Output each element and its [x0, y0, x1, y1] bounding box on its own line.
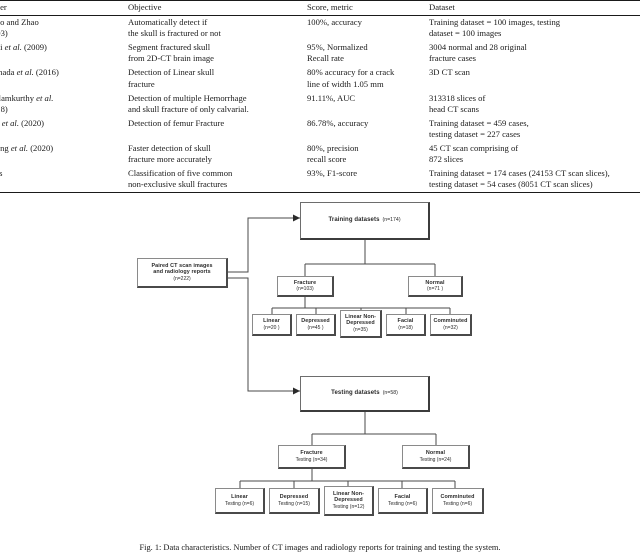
cell-dataset: 45 CT scan comprising of 872 slices [429, 143, 519, 165]
arrowhead-training [293, 214, 300, 222]
cell-dataset: Training dataset = 100 images, testing d… [429, 17, 561, 39]
table-row: amada et al. (2016) Detection of Linear … [0, 66, 640, 91]
node-testing-datasets: Testing datasets (n=58) [300, 376, 430, 412]
cell-dataset: 3004 normal and 28 original fracture cas… [429, 42, 527, 64]
table-row: aki et al. (2009) Segment fractured skul… [0, 41, 640, 66]
node-paired-ct-scan-images: Paired CT scan images and radiology repo… [137, 258, 228, 288]
cell-objective: Detection of multiple Hemorrhage and sku… [128, 92, 249, 114]
node-training-linear-non-depressed: Linear Non- Depressed (n=35) [340, 310, 382, 338]
table-body: hao and Zhao 003) Automatically detect i… [0, 16, 640, 194]
cell-objective: Faster detection of skull fracture more … [128, 143, 212, 165]
table-row: hilamkurthy et al. 018) Detection of mul… [0, 92, 640, 117]
cell-score: 91.11%, AUC [307, 92, 356, 103]
flowchart-connectors [228, 214, 456, 488]
connector-source-to-testing [228, 277, 300, 392]
cell-paper: hao and Zhao 003) [0, 17, 39, 39]
node-training-comminuted: Comminuted (n=32) [430, 314, 472, 336]
node-testing-depressed: Depressed Testing (n=15) [269, 488, 320, 514]
node-testing-fracture: Fracture Testing (n=34) [278, 445, 346, 469]
column-header-score: Score, metric [307, 0, 429, 17]
cell-objective: Detection of Linear skull fracture [128, 67, 215, 89]
node-training-linear: Linear (n=20 ) [252, 314, 292, 336]
cell-paper: amada et al. (2016) [0, 67, 59, 78]
column-header-objective: Objective [128, 0, 307, 17]
node-testing-normal: Normal Testing (n=24) [402, 445, 470, 469]
figure-caption: Fig. 1: Data characteristics. Number of … [139, 543, 501, 552]
node-training-datasets: Training datasets (n=174) [300, 202, 430, 240]
connector-source-to-training [228, 217, 300, 273]
cell-dataset: 313318 slices of head CT scans [429, 92, 486, 114]
arrowhead-testing [293, 387, 300, 395]
cell-objective: Detection of femur Fracture [128, 117, 225, 128]
node-training-facial: Facial (n=18) [386, 314, 426, 336]
node-testing-linear-non-depressed: Linear Non- Depressed Testing (n=12) [324, 486, 374, 516]
cell-dataset: Training dataset = 459 cases, testing da… [429, 117, 529, 139]
column-header-dataset: Dataset [429, 0, 640, 17]
cell-score: 80%, precision recall score [307, 143, 359, 165]
cell-dataset: 3D CT scan [429, 67, 470, 78]
cell-score: 93%, F1-score [307, 167, 429, 194]
cell-objective: Classification of five common non-exclus… [128, 167, 307, 194]
cell-paper: ee et al. (2020) [1, 117, 45, 128]
cell-paper: urs [0, 167, 128, 194]
cell-score: 86.78%, accuracy [307, 117, 369, 128]
cell-objective: Automatically detect if the skull is fra… [128, 17, 221, 39]
comparison-table-wrapper: aper Objective Score, metric Dataset hao… [0, 0, 640, 194]
node-training-depressed: Depressed (n=45 ) [296, 314, 336, 336]
table-row: ee et al. (2020) Detection of femur Frac… [0, 117, 640, 142]
cell-score: 80% accuracy for a crack line of width 1… [307, 67, 395, 89]
table-header-row: aper Objective Score, metric Dataset [0, 0, 640, 17]
node-training-fracture: Fracture (n=103) [277, 276, 334, 297]
cell-score: 95%, Normalized Recall rate [307, 42, 368, 64]
table-row: hao and Zhao 003) Automatically detect i… [0, 16, 640, 42]
table-row: urs Classification of five common non-ex… [0, 167, 640, 194]
table-head: aper Objective Score, metric Dataset [0, 0, 640, 17]
node-testing-linear: Linear Testing (n=6) [215, 488, 265, 514]
comparison-table: aper Objective Score, metric Dataset hao… [0, 0, 640, 194]
cell-objective: Segment fractured skull from 2D-CT brain… [128, 42, 214, 64]
cell-paper: aki et al. (2009) [0, 42, 47, 53]
column-header-paper: aper [0, 0, 128, 17]
node-testing-comminuted: Comminuted Testing (n=6) [432, 488, 484, 514]
flowchart: Paired CT scan images and radiology repo… [0, 196, 640, 536]
cell-score: 100%, accuracy [307, 17, 362, 28]
node-testing-facial: Facial Testing (n=6) [378, 488, 428, 514]
table-row: uang et al. (2020) Faster detection of s… [0, 142, 640, 167]
cell-paper: uang et al. (2020) [0, 143, 54, 154]
cell-dataset: Training dataset = 174 cases (24153 CT s… [429, 167, 640, 194]
cell-paper: hilamkurthy et al. 018) [0, 92, 54, 114]
node-training-normal: Normal (n=71 ) [408, 276, 463, 297]
